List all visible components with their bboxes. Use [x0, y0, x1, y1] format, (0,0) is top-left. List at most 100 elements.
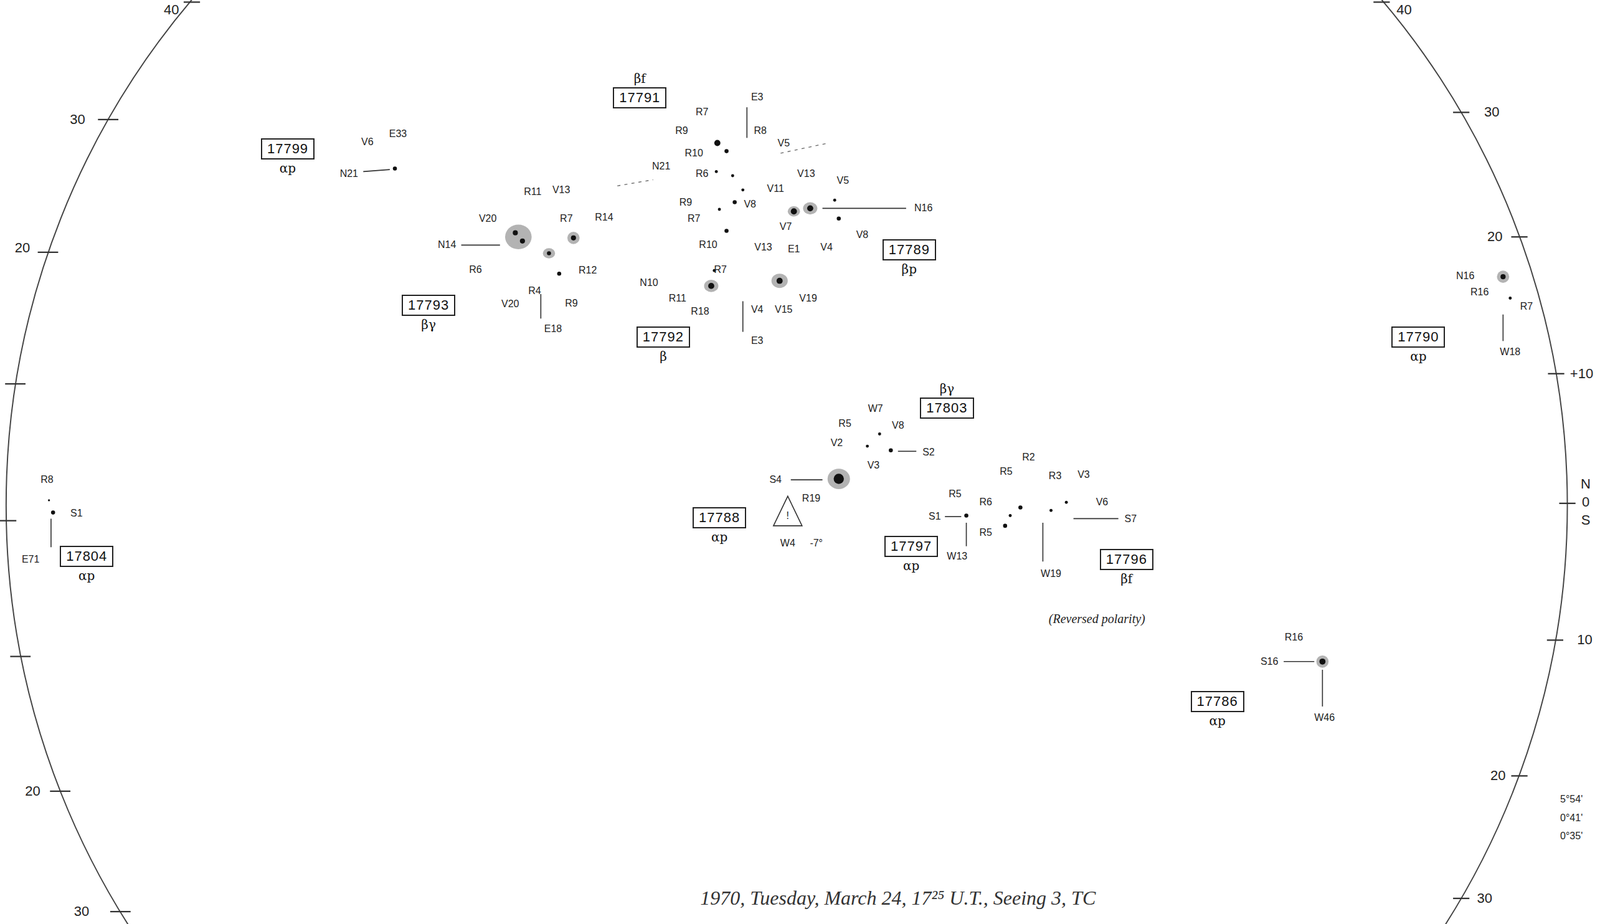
region-class: αp: [1407, 347, 1429, 365]
umbra: [520, 238, 526, 244]
spot-label: R3: [1048, 470, 1062, 482]
spot-label: V5: [837, 175, 850, 187]
region-number-box: 17792β: [636, 326, 691, 365]
umbra: [1049, 508, 1053, 512]
dashed-line: [617, 179, 653, 186]
spot-label: S2: [922, 446, 935, 458]
leader-line: [790, 478, 823, 481]
latitude-label: 20: [14, 240, 30, 256]
umbra: [833, 473, 844, 484]
region-number: 17803: [919, 397, 974, 419]
spot-label: S1: [70, 507, 83, 519]
spot-label: R7: [695, 106, 709, 118]
spot-label: W19: [1040, 568, 1062, 580]
tick: [1510, 236, 1528, 238]
spot-label: V6: [1096, 496, 1109, 508]
region-number-box: 17804αp: [59, 545, 114, 585]
spot-label: V13: [797, 168, 815, 180]
umbra: [790, 208, 798, 215]
umbra: [718, 208, 722, 212]
tick: [0, 520, 17, 522]
dashed-guide: [617, 143, 829, 187]
latitude-label: S: [1581, 512, 1591, 528]
tick: [1547, 639, 1564, 641]
spot-label: R16: [1284, 631, 1303, 643]
umbra: [392, 166, 398, 171]
umbra: [724, 148, 729, 154]
spot-label: R7: [1520, 300, 1533, 313]
spot-label: S4: [769, 473, 782, 486]
umbra: [732, 199, 737, 205]
spot-label: V20: [478, 213, 497, 225]
spot-label: R7: [713, 264, 727, 276]
region-class: αp: [1206, 711, 1228, 730]
umbra: [1500, 274, 1506, 280]
spot-label: E18: [544, 323, 562, 335]
umbra: [836, 216, 841, 221]
umbra: [557, 271, 562, 276]
region-class: αp: [900, 556, 922, 575]
observation-caption: 1970, Tuesday, March 24, 17²⁵ U.T., Seei…: [700, 886, 1096, 910]
spot-label: R6: [695, 168, 709, 180]
spot-label: R2: [1022, 451, 1035, 463]
latitude-label: N: [1580, 476, 1591, 492]
spot-label: N16: [914, 202, 933, 214]
umbra: [865, 444, 869, 448]
leader-line: [1042, 522, 1044, 562]
spot-label: V19: [799, 292, 817, 304]
spot-label: E33: [389, 128, 407, 140]
region-number: 17790: [1391, 326, 1445, 348]
latitude-label: +10: [1570, 366, 1594, 382]
spot-label: N10: [639, 277, 658, 289]
spot-label: !: [786, 510, 790, 522]
umbra: [724, 228, 729, 233]
spot-label: V2: [830, 437, 844, 449]
leader-line: [1502, 314, 1505, 342]
umbrae: [47, 140, 1512, 665]
latitude-label: 30: [69, 112, 85, 128]
leader-line: [1073, 518, 1119, 520]
spot-label: R10: [684, 147, 703, 159]
leader-line: [461, 244, 501, 247]
latitude-label: 10: [1576, 632, 1592, 648]
spot-label: V5: [777, 137, 790, 149]
latitude-label: 40: [1396, 2, 1412, 18]
solar-limb: [6, 0, 1568, 924]
latitude-label: 0°35': [1560, 830, 1583, 842]
penumbra: [771, 273, 788, 288]
region-number-box: 17797αp: [884, 535, 938, 575]
region-number: 17796: [1099, 548, 1154, 570]
penumbra: [567, 231, 580, 245]
spot-label: R14: [594, 211, 613, 223]
umbra: [1003, 523, 1008, 529]
spot-label: E71: [21, 553, 40, 565]
region-number: 17791: [612, 87, 667, 109]
region-number: 17788: [692, 506, 747, 529]
spot-label: S1: [928, 510, 942, 522]
region-number: 17804: [59, 545, 114, 567]
region-class: βf: [631, 69, 649, 88]
region-number: 17793: [401, 294, 456, 316]
spot-label: R18: [690, 305, 709, 318]
umbra: [1008, 513, 1013, 517]
region-class: αp: [708, 528, 730, 546]
region-class: βγ: [418, 315, 439, 334]
tick: [183, 1, 200, 3]
tick: [110, 910, 131, 912]
region-number-box: 17788αp: [692, 506, 747, 546]
tick: [1453, 897, 1470, 899]
penumbra: [1497, 270, 1510, 283]
spot-label: V3: [1077, 468, 1090, 481]
latitude-label: 40: [163, 2, 179, 18]
umbra: [807, 204, 814, 212]
umbra: [888, 447, 894, 453]
region-class: αp: [277, 159, 299, 177]
region-number-box: 17789βp: [882, 239, 937, 278]
spot-label: -7°: [809, 537, 823, 549]
spot-label: R11: [523, 186, 542, 198]
region-number: 17786: [1190, 690, 1245, 712]
penumbra: [703, 279, 719, 293]
spot-label: V8: [856, 229, 869, 241]
spot-label: R11: [668, 292, 687, 304]
penumbra: [787, 206, 801, 217]
